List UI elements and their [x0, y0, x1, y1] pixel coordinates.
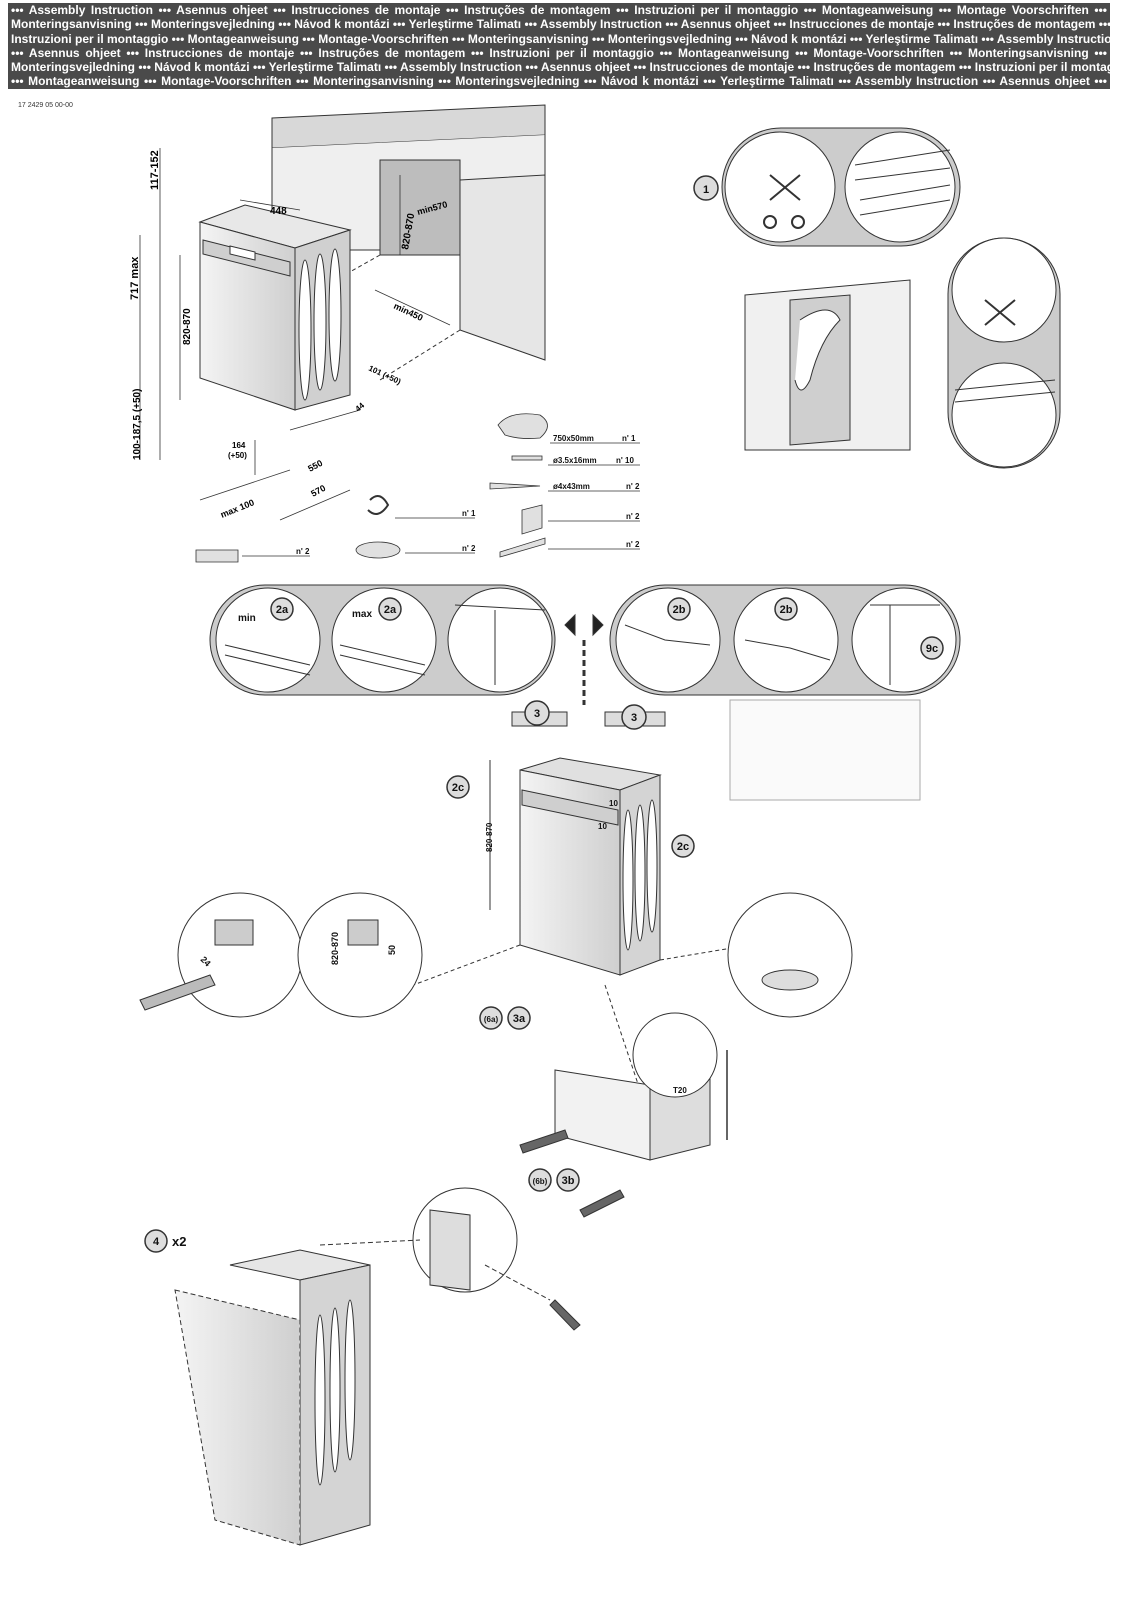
label-t20: T20 [673, 1086, 687, 1095]
dimension-lines [139, 148, 451, 521]
part-foot-qty: n' 2 [462, 544, 476, 553]
step-bubble-3 [524, 700, 550, 726]
step-label-2c-b: 2c [677, 841, 689, 853]
label-50: 50 [387, 945, 397, 955]
step-bubble-3a [507, 1006, 531, 1030]
foot-detail-icon [761, 969, 819, 991]
dim-117-152: 117-152 [149, 150, 161, 190]
dishwasher-front-view [198, 204, 352, 411]
screw-icon [511, 455, 543, 461]
step-bubbles [144, 175, 944, 1253]
label-10b: 10 [598, 822, 607, 831]
step-bubble-2a-b [378, 597, 402, 621]
multilingual-title-banner: ••• Assembly Instruction ••• Asennus ohj… [8, 3, 1110, 89]
part-link-qty: n' 2 [296, 547, 310, 556]
long-screw-icon [489, 482, 541, 490]
step-label-6a: (6a) [484, 1015, 499, 1024]
step-bubble-3bb [556, 1168, 580, 1192]
underside-detail [519, 1012, 728, 1218]
dim-164b: (+50) [228, 451, 247, 460]
parts-list [195, 413, 640, 563]
part-strip-qty: n' 2 [626, 540, 640, 549]
step-label-1: 1 [703, 184, 709, 196]
dim-101: 101 (+50) [367, 364, 402, 387]
step-bubble-2c-b [671, 834, 695, 858]
adjustable-foot-icon [355, 541, 401, 559]
step-bubble-1 [693, 175, 719, 201]
step-label-2a-b: 2a [384, 604, 397, 616]
screwdriver-icon-2 [579, 1189, 625, 1218]
scissors-icon [769, 174, 801, 201]
step-label-4: 4 [153, 1236, 160, 1248]
part-hose-qty: n' 1 [462, 509, 476, 518]
part-screw2-qty: n' 2 [626, 482, 640, 491]
step-label-9c: 9c [926, 643, 938, 655]
central-dishwasher [399, 699, 921, 1121]
banner-line: ••• Assembly Instruction ••• Asennus ohj… [11, 3, 1107, 17]
dim-448: 448 [270, 206, 287, 217]
tape-icon [497, 413, 548, 439]
door-fix-detail [174, 1187, 581, 1546]
part-tape-size: 750x50mm [553, 434, 594, 443]
screwdriver-icon-3 [549, 1299, 581, 1331]
hose-clip-icon [367, 495, 390, 515]
wrench-details [139, 892, 853, 1018]
step-bubble-3b [621, 704, 647, 730]
label-min: min [238, 613, 256, 624]
step-bubble-4 [144, 1229, 168, 1253]
screwdriver-icon [519, 1129, 569, 1154]
banner-line: Monteringsanvisning ••• Monteringsvejled… [11, 17, 1110, 32]
step-label-6b: (6b) [533, 1177, 548, 1186]
dim-550: 550 [306, 458, 324, 474]
part-screw1-qty: n' 10 [616, 456, 634, 465]
dim-820-870: 820-870 [182, 308, 193, 345]
step-bubble-2b [667, 597, 691, 621]
niche-cabinet-drawing [271, 104, 546, 381]
step-bubble-2a [270, 597, 294, 621]
document-number: 17 2429 05 00-00 [18, 102, 73, 109]
step1-niche [744, 237, 1061, 469]
label-max: max [352, 609, 372, 620]
step-bubble-6b [528, 1168, 552, 1192]
banner-line: ••• Montageanweisung ••• Montage-Voorsch… [11, 74, 1107, 89]
banner-line: Monteringsvejledning ••• Návod k montázi… [11, 60, 1110, 75]
dim-max100: max 100 [219, 497, 256, 520]
step-label-2a: 2a [276, 604, 289, 616]
step-label-3a: 3a [513, 1013, 526, 1025]
step-label-2b-b: 2b [780, 604, 793, 616]
step-bubble-6a [479, 1006, 503, 1030]
step-bubble-9c [920, 636, 944, 660]
label-x2: x2 [172, 1234, 186, 1249]
dim-100-187: 100-187,5 (+50) [132, 389, 143, 460]
step-label-3b: 3b [562, 1175, 575, 1187]
label-820-870-detail: 820-870 [330, 932, 340, 965]
label-820-870-center: 820-870 [485, 822, 494, 852]
part-screw2-size: ø4x43mm [553, 482, 590, 491]
step-bubble-2c [446, 775, 470, 799]
step2-band [209, 584, 961, 705]
label-10a: 10 [609, 799, 618, 808]
left-right-arrows-icon [564, 613, 604, 637]
link-icon [195, 549, 239, 563]
step-label-2b: 2b [673, 604, 686, 616]
step-label-2c: 2c [452, 782, 464, 794]
part-screw1-size: ø3.5x16mm [553, 456, 597, 465]
step1-detail [721, 127, 961, 247]
step-label-3: 3 [534, 708, 540, 720]
banner-line: ••• Asennus ohjeet ••• Instrucciones de … [11, 45, 1107, 60]
step-label-3-b: 3 [631, 712, 637, 724]
dim-min450: min450 [392, 301, 424, 323]
dim-164: 164 [232, 441, 246, 450]
bracket-icon [521, 504, 543, 535]
banner-line: Instruzioni per il montaggio ••• Montage… [11, 31, 1110, 46]
strip-icon [499, 537, 546, 558]
step-bubble-2b-b [774, 597, 798, 621]
part-bracket-qty: n' 2 [626, 512, 640, 521]
wrench-icon [139, 974, 216, 1011]
part-tape-qty: n' 1 [622, 434, 636, 443]
dim-717max: 717 max [129, 256, 141, 300]
dim-570: 570 [309, 483, 327, 499]
